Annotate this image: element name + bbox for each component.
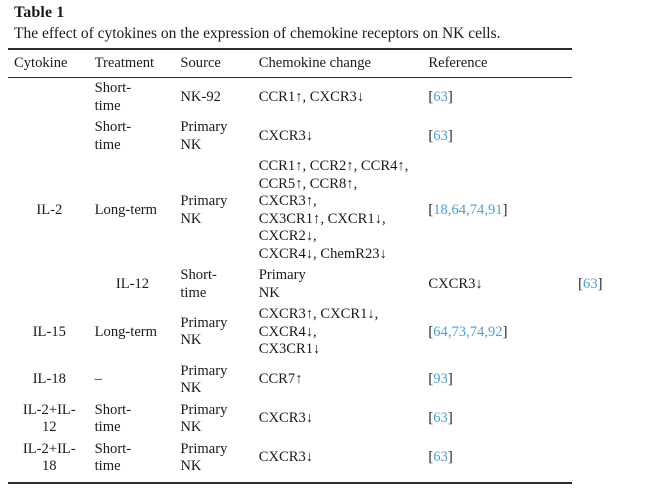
cell-chemokine-change: CXCR3↓ — [258, 127, 314, 144]
cell-source: Primary NK — [174, 438, 253, 484]
cell-treatment: Short- time — [180, 267, 217, 301]
reference-link[interactable]: 74 — [469, 323, 485, 340]
cell-reference: [93] — [428, 371, 453, 388]
cell-treatment: Short- time — [88, 438, 175, 484]
cell-reference: [64,73,74,92] — [428, 323, 508, 340]
cell-reference: [63] — [428, 127, 453, 144]
reference-link[interactable]: 64 — [433, 323, 448, 340]
cell-reference: [18,64,74,91] — [428, 201, 508, 218]
table-row: IL-15 Long-term Primary NK CXCR3↑, CXCR1↓, … — [8, 304, 637, 361]
cell-source: Primary NK — [180, 119, 228, 153]
cell-cytokine: IL-12 — [115, 275, 150, 292]
column-header-cytokine: Cytokine — [8, 48, 89, 78]
cell-reference: [63] — [428, 88, 453, 105]
reference-link[interactable]: 63 — [433, 449, 448, 466]
reference-link[interactable]: 92 — [487, 323, 503, 340]
cell-cytokine: IL-15 — [32, 323, 66, 340]
reference-link[interactable]: 74 — [469, 201, 485, 218]
cell-reference: [63] — [422, 438, 573, 484]
table-row: Short- time NK-92 CCR1↑, CXCR3↓ [63] — [8, 78, 637, 118]
cell-treatment: Short- time — [94, 401, 132, 436]
cell-cytokine: IL-2+IL- 12 — [22, 401, 76, 436]
table-row: Long-term Primary NK CCR1↑, CCR2↑, CCR4↑, … — [8, 156, 637, 265]
reference-link[interactable]: 64 — [451, 201, 467, 218]
table-row: IL-2 Short- time Primary NK CXCR3↓ [63] — [8, 117, 637, 218]
reference-link[interactable]: 63 — [433, 410, 448, 427]
reference-separator: , — [447, 201, 452, 218]
reference-link[interactable]: 91 — [487, 201, 503, 218]
reference-separator: , — [484, 323, 488, 340]
cell-source: Primary NK — [180, 362, 228, 397]
cell-treatment: – — [94, 371, 102, 388]
cell-reference: [63] — [578, 275, 603, 292]
cell-chemokine-change: CCR1↑, CXCR3↓ — [258, 88, 365, 105]
cell-chemokine-change: CCR7↑ — [258, 371, 303, 388]
reference-separator: , — [447, 323, 452, 340]
reference-link[interactable]: 93 — [433, 371, 448, 388]
cell-source: Primary NK — [180, 193, 228, 227]
column-header-source: Source — [174, 48, 253, 78]
reference-link[interactable]: 63 — [433, 88, 448, 105]
cell-treatment: Short- time — [94, 80, 132, 114]
reference-separator: , — [484, 201, 488, 218]
reference-separator: , — [466, 201, 470, 218]
cell-source: Primary NK — [180, 401, 228, 436]
table-caption: The effect of cytokines on the expressio… — [14, 25, 501, 42]
cell-cytokine — [8, 78, 89, 118]
cytokine-chemokine-table: Cytokine Treatment Source Chemokine chan… — [8, 48, 637, 484]
cell-source: Primary NK — [180, 314, 228, 349]
column-header-treatment: Treatment — [88, 48, 175, 78]
reference-link[interactable]: 63 — [433, 127, 448, 144]
cell-source: Primary NK — [258, 267, 306, 301]
reference-link[interactable]: 73 — [451, 323, 467, 340]
table-row: IL-2+IL- 12 Short- time Primary NK CXCR3↓ [6… — [8, 400, 637, 439]
cell-chemokine-change: CXCR3↓ — [258, 410, 314, 427]
header-row: Cytokine Treatment Source Chemokine chan… — [8, 48, 637, 78]
cell-treatment: Long-term — [94, 201, 158, 218]
column-header-chemokine-change: Chemokine change — [252, 48, 423, 78]
cell-treatment: Long-term — [94, 323, 158, 340]
reference-link[interactable]: 63 — [583, 275, 598, 292]
table-row: IL-12 Short- time Primary NK CXCR3↓ [63] — [8, 265, 637, 304]
cell-source: NK-92 — [180, 88, 221, 105]
cell-chemokine-change: CXCR3↓ — [252, 438, 423, 484]
cell-chemokine-change: CXCR3↑, CXCR1↓, CXCR4↓, CX3CR1↓ — [258, 306, 379, 357]
table-row: IL-18 – Primary NK CCR7↑ [93] — [8, 361, 637, 400]
cell-cytokine: IL-18 — [32, 371, 66, 388]
cell-treatment: Short- time — [94, 119, 132, 153]
table-header: Cytokine Treatment Source Chemokine chan… — [8, 48, 637, 78]
cell-cytokine: IL-2 — [36, 201, 63, 218]
reference-link[interactable]: 18 — [433, 201, 448, 218]
page-title: Table 1 — [14, 4, 65, 21]
column-header-reference: Reference — [422, 48, 573, 78]
cell-chemokine-change: CCR1↑, CCR2↑, CCR4↑, CCR5↑, CCR8↑, CXCR3… — [258, 158, 409, 262]
cell-cytokine: IL-2+IL- 18 — [8, 438, 89, 484]
cell-chemokine-change: CXCR3↓ — [428, 275, 483, 292]
cell-reference: [63] — [428, 410, 453, 427]
reference-separator: , — [466, 323, 470, 340]
